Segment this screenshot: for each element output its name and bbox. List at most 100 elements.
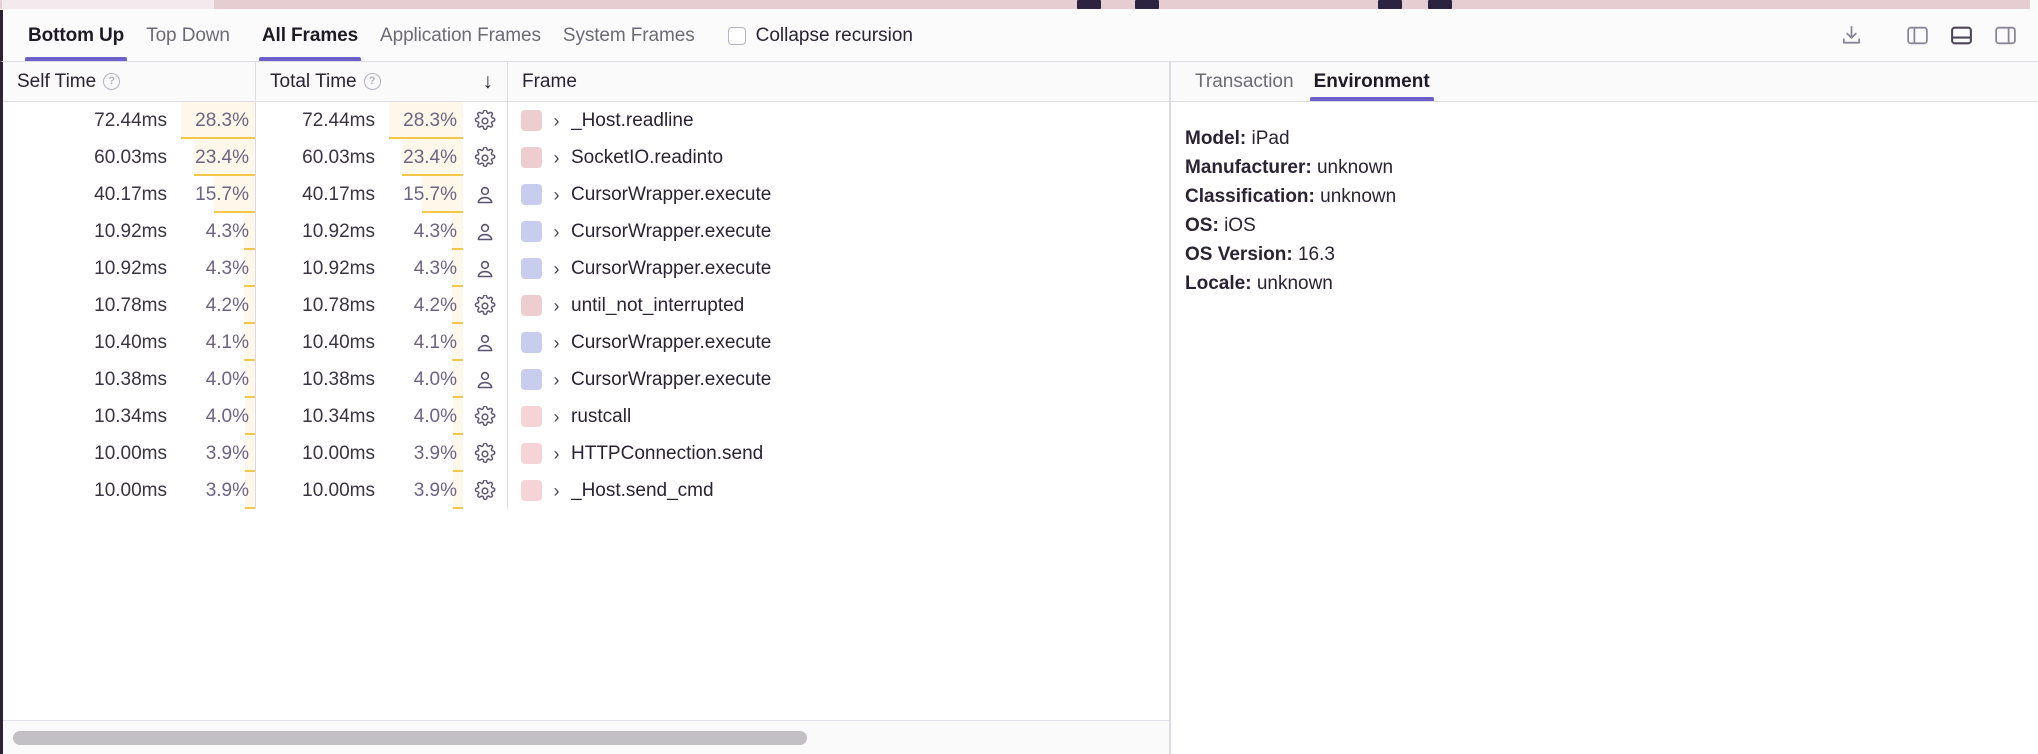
layout-panel-bottom-icon[interactable] (1944, 21, 1978, 51)
layout-sidebar-left-icon[interactable] (1900, 21, 1934, 51)
percent-bar (244, 435, 256, 472)
percent-bar (421, 176, 464, 213)
percent-cell-total: 4.3% (389, 250, 464, 287)
tab-top-down[interactable]: Top Down (135, 10, 241, 61)
checkbox-box-icon[interactable] (727, 26, 746, 45)
percent-label: 3.9% (413, 479, 457, 501)
scrollbar-thumb[interactable] (13, 730, 807, 745)
frame-cell: ›CursorWrapper.execute (508, 324, 1169, 361)
environment-key: Classification: (1185, 186, 1315, 207)
expand-chevron-icon[interactable]: › (553, 480, 560, 501)
percent-bar (452, 324, 463, 361)
application-frame-user-icon (463, 369, 507, 391)
sort-descending-arrow-icon[interactable]: ↓ (482, 70, 494, 93)
tab-system-frames[interactable]: System Frames (552, 10, 706, 61)
help-icon[interactable]: ? (363, 73, 381, 90)
expand-chevron-icon[interactable]: › (553, 147, 560, 168)
total-time-value: 10.00ms (302, 479, 375, 501)
total-time-value: 40.17ms (302, 183, 375, 205)
expand-chevron-icon[interactable]: › (553, 110, 560, 131)
frame-color-swatch (521, 480, 542, 501)
total-time-value: 10.92ms (302, 257, 375, 279)
environment-row: Locale: unknown (1185, 269, 2038, 298)
frame-cell: ›until_not_interrupted (508, 287, 1169, 324)
tab-bottom-up[interactable]: Bottom Up (17, 10, 135, 61)
self-time-value: 60.03ms (94, 146, 167, 168)
expand-chevron-icon[interactable]: › (553, 184, 560, 205)
environment-key: Manufacturer: (1185, 157, 1312, 178)
tab-transaction[interactable]: Transaction (1185, 62, 1304, 101)
system-frame-gear-icon (463, 109, 507, 132)
percent-bar (243, 213, 256, 250)
column-header-total-time[interactable]: Total Time ? ↓ (256, 62, 508, 101)
expand-chevron-icon[interactable]: › (553, 443, 560, 464)
environment-row: OS: iOS (1185, 211, 2038, 240)
tab-application-frames[interactable]: Application Frames (369, 10, 552, 61)
frame-color-swatch (521, 295, 542, 316)
frame-color-swatch (521, 406, 542, 427)
collapse-recursion-checkbox[interactable]: Collapse recursion (727, 24, 913, 47)
percent-bar (243, 250, 256, 287)
percent-bar (181, 102, 255, 139)
environment-row: Manufacturer: unknown (1185, 153, 2038, 182)
percent-label: 4.0% (413, 405, 457, 427)
scrollbar-track[interactable] (11, 730, 1161, 745)
expand-chevron-icon[interactable]: › (553, 332, 560, 353)
frame-name: _Host.readline (571, 109, 694, 131)
percent-cell-self: 4.3% (181, 250, 256, 287)
column-header-self-time[interactable]: Self Time ? (3, 62, 256, 101)
self-time-value: 10.00ms (94, 442, 167, 464)
tab-all-frames[interactable]: All Frames (251, 10, 369, 61)
collapse-recursion-label: Collapse recursion (755, 24, 913, 46)
percent-label: 28.3% (403, 109, 457, 131)
tab-environment[interactable]: Environment (1304, 62, 1440, 101)
percent-cell-total: 4.2% (389, 287, 463, 324)
expand-chevron-icon[interactable]: › (553, 258, 560, 279)
system-frame-gear-icon (463, 479, 507, 502)
percent-cell-self: 4.0% (181, 398, 255, 435)
percent-cell-total: 4.0% (389, 398, 463, 435)
frame-color-swatch (521, 221, 542, 242)
total-time-value: 10.34ms (302, 405, 375, 427)
total-time-value: 10.40ms (302, 331, 375, 353)
environment-value: iOS (1224, 215, 1256, 236)
expand-chevron-icon[interactable]: › (553, 406, 560, 427)
percent-label: 28.3% (195, 109, 249, 131)
total-time-value: 10.38ms (302, 368, 375, 390)
column-header-frame[interactable]: Frame (508, 62, 1169, 101)
total-time-cell: 10.00ms 3.9% (256, 472, 508, 509)
help-icon[interactable]: ? (103, 73, 121, 90)
expand-chevron-icon[interactable]: › (553, 295, 560, 316)
frame-name: rustcall (571, 405, 632, 427)
horizontal-scrollbar[interactable] (3, 720, 1169, 754)
flamegraph-sliver[interactable] (0, 0, 2038, 10)
percent-bar (452, 472, 464, 509)
percent-label: 4.3% (413, 220, 457, 242)
percent-cell-total: 3.9% (389, 435, 464, 472)
expand-chevron-icon[interactable]: › (553, 221, 560, 242)
layout-sidebar-right-icon[interactable] (1988, 21, 2022, 51)
expand-chevron-icon[interactable]: › (553, 369, 560, 390)
download-icon[interactable] (1834, 21, 1868, 51)
tab-top-down-label: Top Down (146, 24, 230, 46)
